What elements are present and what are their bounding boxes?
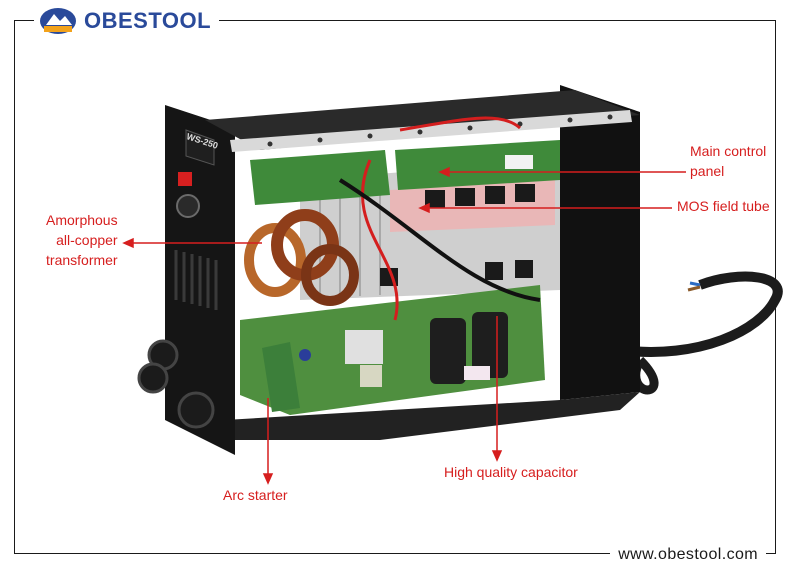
- label-mos-field-tube: MOS field tube: [677, 198, 770, 214]
- chassis-back-panel: [560, 85, 640, 400]
- model-plate: [185, 129, 215, 166]
- mos-transistors: [380, 184, 535, 286]
- red-wire-top: [399, 116, 522, 132]
- brand-logo: OBESTOOL: [34, 4, 220, 38]
- power-switch[interactable]: [178, 172, 192, 186]
- arc-starter-board: [262, 342, 300, 412]
- black-cable: [338, 178, 541, 302]
- label-arc-starter: Arc starter: [223, 487, 288, 503]
- label-high-quality-capacitor: High quality capacitor: [444, 464, 578, 480]
- label-main-control-panel: Main control panel: [690, 141, 766, 181]
- label-amorphous-line2: all-copper: [56, 232, 118, 248]
- cable-wire-blue: [689, 281, 701, 287]
- current-knob[interactable]: [176, 194, 200, 218]
- website-url[interactable]: www.obestool.com: [618, 546, 758, 563]
- output-terminal-2[interactable]: [137, 362, 169, 394]
- footer: www.obestool.com: [610, 546, 766, 564]
- toroid-coil-2: [301, 244, 359, 306]
- cable-wire-brown: [687, 285, 701, 292]
- brand-name: OBESTOOL: [84, 8, 212, 33]
- capacitor-2: [472, 312, 508, 378]
- top-rail: [230, 110, 632, 152]
- red-wire: [361, 159, 399, 321]
- label-amorphous-line1: Amorphous: [46, 212, 118, 228]
- label-amorphous-line3: transformer: [46, 252, 118, 268]
- power-module: [345, 330, 383, 364]
- capacitor-connector: [464, 366, 490, 380]
- arc-starter-component: [299, 349, 311, 361]
- label-amorphous-transformer: Amorphous all-copper transformer: [46, 210, 118, 270]
- lower-pcb: [240, 285, 545, 415]
- capacitor-1: [430, 318, 466, 384]
- label-main-control-line1: Main control: [690, 143, 767, 159]
- main-control-board: [395, 140, 560, 190]
- label-main-control-line2: panel: [690, 163, 725, 179]
- power-cable: [619, 271, 783, 357]
- output-terminal-3[interactable]: [177, 391, 215, 429]
- brand-badge-icon: [40, 8, 76, 34]
- board-connector: [505, 155, 533, 169]
- chassis-floor: [225, 392, 640, 440]
- callout-lines: [122, 166, 686, 485]
- vent-slots: [174, 250, 218, 310]
- relay: [360, 365, 382, 387]
